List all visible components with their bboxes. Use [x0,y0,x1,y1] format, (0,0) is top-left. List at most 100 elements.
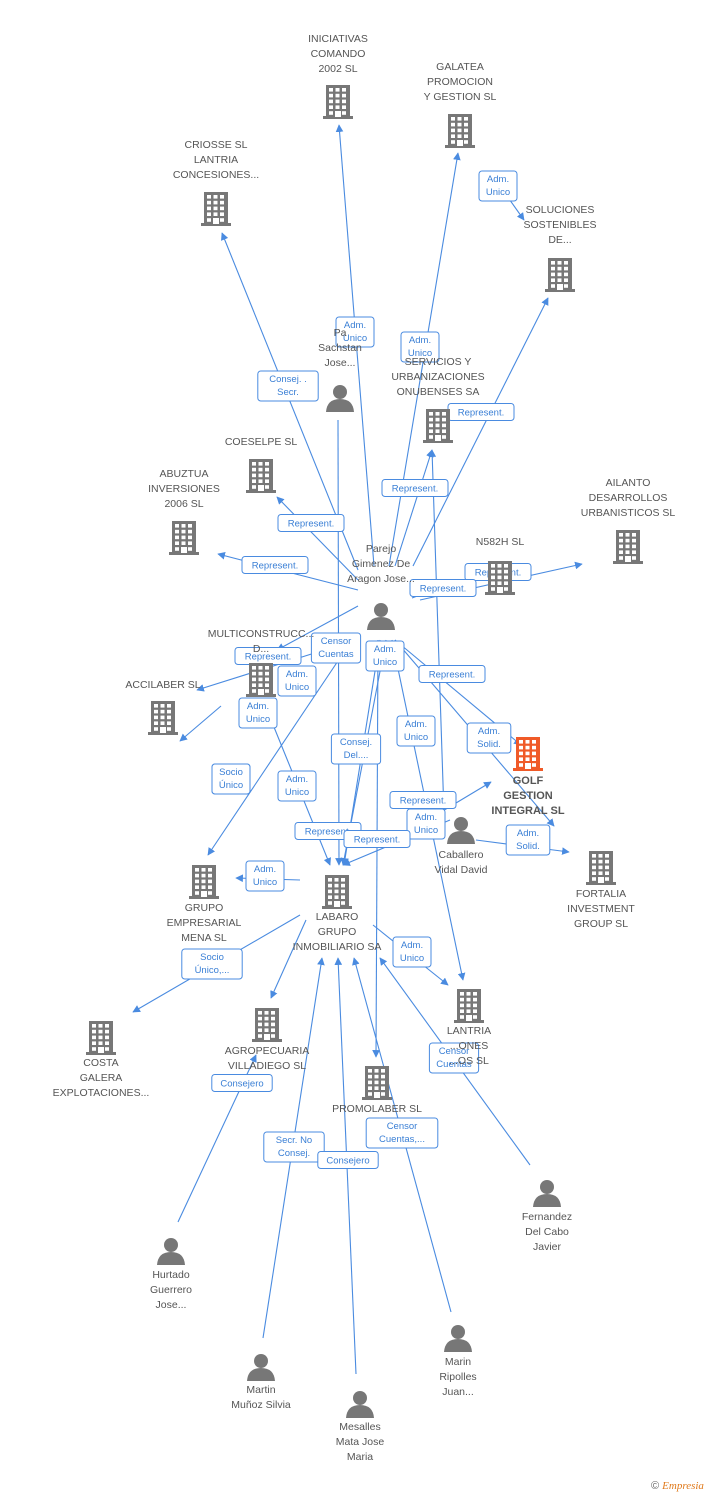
node-accilaber[interactable]: ACCILABER SL [125,679,201,735]
edge-multi-accilaber [179,705,222,742]
edge-label-mesalles-labaro[interactable]: Consejero [317,1151,379,1169]
person-icon [533,1180,561,1207]
edge-label-caballero-fortalia[interactable]: Adm.Solid. [505,824,551,856]
edge-label-box [392,936,432,968]
edge-label-text: Adm. [374,644,396,655]
node-marin[interactable]: MarinRipollesJuan... [439,1325,477,1398]
edge-label-parejo-n582h[interactable]: Represent. [409,579,477,597]
node-label: Y GESTION SL [424,91,497,103]
edge-label-hurtado-agro[interactable]: Consejero [211,1074,273,1092]
edge-label-text: Unico [414,825,438,836]
edge-label-parejo-galatea[interactable]: Adm.Unico [400,331,440,363]
edge-label-parejo-servicios[interactable]: Represent. [381,479,449,497]
edge-label-multi-labaro[interactable]: Adm.Unico [277,665,317,697]
edge-label-text: Consejero [220,1079,263,1090]
node-label: AILANTO [606,477,651,489]
edge-label-parejo-criosse[interactable]: Consej. .Secr. [257,370,319,402]
node-label: Del Cabo [525,1226,569,1238]
edge-label-text: Unico [246,714,270,725]
node-coeselpe[interactable]: COESELPE SL [225,436,298,493]
person-icon [326,385,354,412]
edge-label-caballero-golf[interactable]: Represent. [389,791,457,809]
edge-caballero-golf [435,781,492,816]
node-costa[interactable]: COSTAGALERAEXPLOTACIONES... [53,1021,150,1099]
edge-label-text: Secr. No [276,1135,312,1146]
edge-label-labaro-costa[interactable]: SocioÚnico,... [181,948,243,980]
building-icon [148,701,178,735]
edge-label-parejo-promolaber[interactable]: Consej.Del.... [330,733,382,765]
node-label: EMPRESARIAL [167,917,242,929]
node-label: Juan... [442,1386,474,1398]
edge-label-text: Represent. [400,796,446,807]
node-label: URBANISTICOS SL [581,507,676,519]
edge-label-text: Represent. [252,561,298,572]
edge-label-parejo-accilaber[interactable]: Adm.Unico [238,697,278,729]
edge-label-labaro-agro[interactable]: Adm.Unico [277,770,317,802]
building-icon [201,192,231,226]
edge-label-box [466,722,512,754]
node-hurtado[interactable]: HurtadoGuerreroJose... [150,1238,192,1311]
edge-label-box [409,579,477,597]
node-pa[interactable]: PaSachstanJose... [318,327,362,412]
edge-label-caballero-labaro[interactable]: Adm.Unico [406,808,446,840]
edge-label-galatea-soluciones[interactable]: Adm.Unico [478,170,518,202]
edge-label-parejo-multi[interactable]: Represent. [234,647,302,665]
edge-label-caballero-servicios[interactable]: Represent. [343,830,411,848]
edge-parejo-coeselpe [276,496,359,581]
edge-label-box [241,556,309,574]
node-label: Mesalles [339,1421,380,1433]
edge-label-parejo-labaro[interactable]: Adm.Unico [365,640,405,672]
edge-label-box [211,763,251,795]
node-criosse[interactable]: CRIOSSE SLLANTRIACONCESIONES... [173,139,259,226]
edge-label-parejo-abuztua[interactable]: Represent. [241,556,309,574]
node-n582h[interactable]: N582H SL [476,536,525,595]
node-label: Guerrero [150,1284,192,1296]
node-lantria[interactable]: LANTRIA...ONES...OS SL [447,989,491,1067]
edge-label-parejo-golf[interactable]: Represent. [418,665,486,683]
node-promolaber[interactable]: PROMOLABER SL [332,1066,422,1115]
brand-logo[interactable]: Empresia [662,1480,704,1492]
node-label: DE... [548,234,571,246]
node-label: Javier [533,1241,562,1253]
edge-label-parejo-iniciativas[interactable]: Adm.Unico [335,316,375,348]
edge-label-parejo-coeselpe[interactable]: Represent. [277,514,345,532]
edge-label-text: Secr. [277,387,299,398]
node-multi[interactable]: MULTICONSTRUCC...D... [208,628,315,697]
node-label: GROUP SL [574,918,628,930]
node-label: ACCILABER SL [125,679,200,691]
edge-label-text: Unico [253,877,277,888]
edge-label-marin-labaro[interactable]: CensorCuentas,... [365,1117,439,1149]
node-soluciones[interactable]: SOLUCIONESSOSTENIBLESDE... [524,204,597,292]
edge-label-parejo-soluciones[interactable]: Represent. [447,403,515,421]
node-label: DESARROLLOS [589,492,668,504]
person-icon [247,1354,275,1381]
edge-label-box [365,640,405,672]
node-label: COESELPE SL [225,436,298,448]
edge-label-parejo-fortalia[interactable]: Adm.Solid. [466,722,512,754]
node-ailanto[interactable]: AILANTO DESARROLLOS URBANISTICOS SL [581,477,676,564]
edge-label-labaro-grupo_mena[interactable]: Adm.Unico [245,860,285,892]
edge-label-text: Consej. [340,737,372,748]
edge-label-labaro-lantria[interactable]: Adm.Unico [392,936,432,968]
edge-label-parejo-lantria[interactable]: Adm.Unico [396,715,436,747]
edge-label-text: Unico [404,732,428,743]
